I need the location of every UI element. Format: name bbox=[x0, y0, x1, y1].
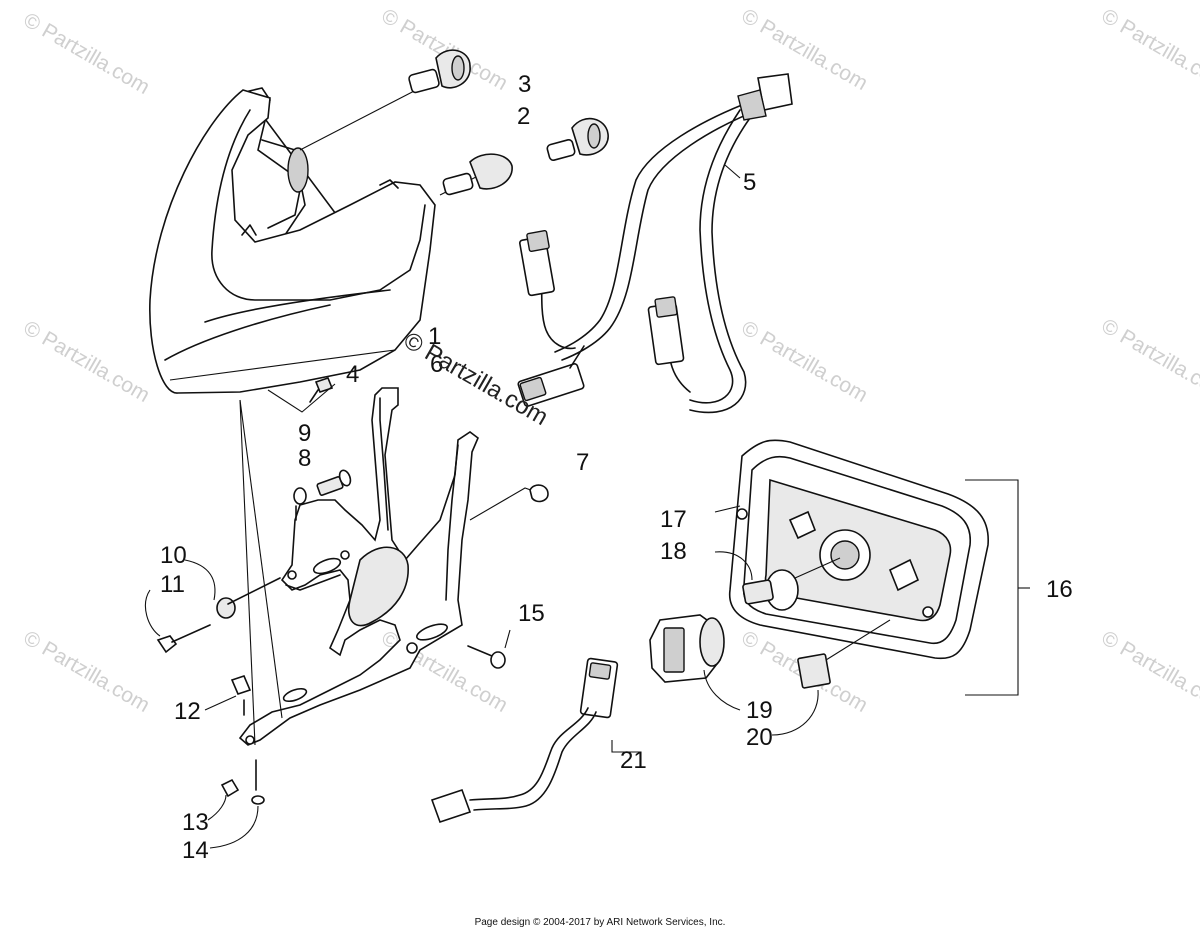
callout-14[interactable]: 14 bbox=[182, 837, 209, 864]
taillight-bulb-18 bbox=[714, 551, 841, 611]
screw-15 bbox=[467, 629, 511, 669]
fasteners-12-13-14 bbox=[204, 675, 265, 849]
callout-3[interactable]: 3 bbox=[518, 71, 531, 98]
callout-19[interactable]: 19 bbox=[746, 697, 773, 724]
leader-line bbox=[239, 399, 283, 719]
callout-labels: 1 2 3 4 5 6 7 8 9 10 11 12 13 14 15 16 1… bbox=[160, 71, 1073, 864]
callout-5[interactable]: 5 bbox=[743, 169, 756, 196]
screw-8-washer-9 bbox=[293, 469, 352, 521]
callout-17[interactable]: 17 bbox=[660, 506, 687, 533]
callout-2[interactable]: 2 bbox=[517, 103, 530, 130]
callout-16[interactable]: 16 bbox=[1046, 576, 1073, 603]
watermark-tile: © Partzilla.com bbox=[738, 4, 872, 95]
screw-4 bbox=[267, 377, 336, 413]
callout-12[interactable]: 12 bbox=[174, 698, 201, 725]
callout-20[interactable]: 20 bbox=[746, 724, 773, 751]
callout-18[interactable]: 18 bbox=[660, 538, 687, 565]
watermark-tile: © Partzilla.com bbox=[20, 626, 154, 717]
footer-credit: Page design © 2004-2017 by ARI Network S… bbox=[474, 917, 726, 928]
callout-1[interactable]: 1 bbox=[428, 323, 441, 350]
bulb-socket-19 bbox=[649, 614, 741, 711]
callout-8[interactable]: 8 bbox=[298, 445, 311, 472]
clip-7 bbox=[469, 484, 549, 521]
mounting-bracket bbox=[238, 387, 479, 746]
callout-7[interactable]: 7 bbox=[576, 449, 589, 476]
bushing-10-screw-11 bbox=[145, 559, 281, 654]
leader-line bbox=[239, 399, 256, 746]
callout-4[interactable]: 4 bbox=[346, 361, 359, 388]
callout-9[interactable]: 9 bbox=[298, 420, 311, 447]
pad-20 bbox=[771, 619, 891, 736]
watermark-tile: © Partzilla.com bbox=[1098, 626, 1200, 717]
pigtail-connector bbox=[430, 657, 640, 824]
watermark-tile: © Partzilla.com bbox=[20, 316, 154, 407]
watermark-tile: © Partzilla.com bbox=[1098, 314, 1200, 405]
headlight-bulb-lower bbox=[439, 117, 609, 196]
headlight-bulb-upper bbox=[299, 49, 471, 151]
headlight-housing bbox=[149, 87, 436, 394]
callout-11[interactable]: 11 bbox=[160, 571, 185, 598]
watermark-tile: © Partzilla.com bbox=[738, 316, 872, 407]
callout-15[interactable]: 15 bbox=[518, 600, 545, 627]
watermark-tile: © Partzilla.com bbox=[1098, 4, 1200, 95]
wiring-harness bbox=[517, 73, 793, 414]
callout-10[interactable]: 10 bbox=[160, 542, 187, 569]
callout-6[interactable]: 6 bbox=[430, 351, 443, 378]
watermark-tile: © Partzilla.com bbox=[20, 8, 154, 99]
callout-13[interactable]: 13 bbox=[182, 809, 209, 836]
callout-21[interactable]: 21 bbox=[620, 747, 647, 774]
